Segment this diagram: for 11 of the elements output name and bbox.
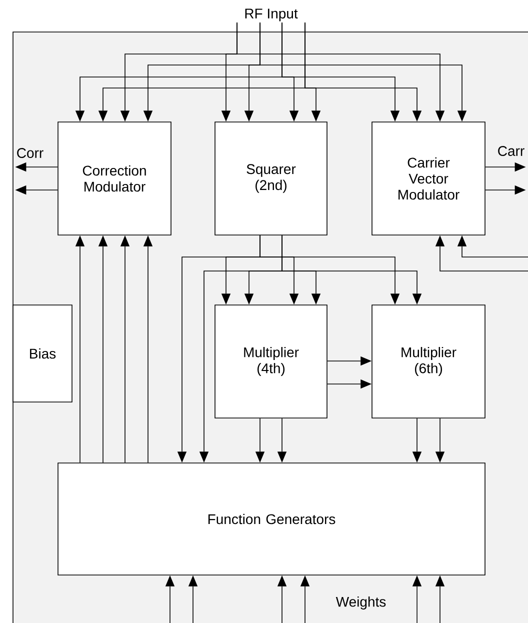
- process-box: Multiplier (4th): [214, 304, 328, 418]
- signal-label: Weights: [336, 596, 386, 610]
- process-box: Multiplier (6th): [372, 304, 486, 418]
- bias-box: Bias: [12, 304, 72, 402]
- process-box: Function Generators: [58, 462, 486, 576]
- process-box: Carrier Vector Modulator: [372, 122, 486, 236]
- output-label: Corr: [17, 148, 44, 158]
- process-box: Squarer (2nd): [214, 122, 328, 236]
- process-box: Correction Modulator: [58, 122, 172, 236]
- output-label: Carr: [498, 146, 524, 156]
- input-label: RF Input: [245, 8, 298, 22]
